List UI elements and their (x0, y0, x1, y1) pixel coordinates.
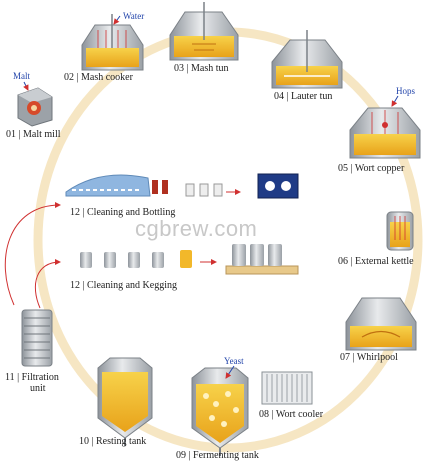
hops-input-label: Hops (396, 86, 416, 96)
step-03-label: 03 | Mash tun (174, 63, 229, 74)
filtration-unit-icon (21, 309, 53, 367)
step-06-label: 06 | External kettle (338, 256, 414, 267)
step-09-label: 09 | Fermenting tank (176, 450, 259, 461)
malt-mill-icon (17, 81, 53, 127)
step-11-label: 11 | Filtration (5, 372, 59, 383)
whirlpool-icon (345, 297, 417, 351)
wort-copper-icon (349, 95, 421, 159)
step-11-label-line2: unit (30, 383, 46, 394)
return-arrow-kegging (34, 259, 61, 309)
water-input-label: Water (123, 11, 145, 21)
mash-cooker-icon (81, 14, 144, 71)
step-01-label: 01 | Malt mill (6, 129, 61, 140)
kegging-line-icon (80, 244, 299, 275)
step-07-label: 07 | Whirlpool (340, 352, 398, 363)
step-08-label: 08 | Wort cooler (259, 409, 324, 420)
malt-input-label: Malt (13, 71, 30, 81)
mash-tun-icon (169, 2, 239, 61)
return-arrow-bottling (4, 202, 61, 306)
step-12-bottling-label: 12 | Cleaning and Bottling (70, 207, 176, 218)
step-04-label: 04 | Lauter tun (274, 91, 333, 102)
step-02-label: 02 | Mash cooker (64, 72, 133, 83)
step-05-label: 05 | Wort copper (338, 163, 405, 174)
external-kettle-icon (386, 211, 414, 251)
fermenting-tank-icon (191, 365, 249, 456)
step-10-label: 10 | Resting tank (79, 436, 147, 447)
watermark: cgbrew.com (135, 216, 258, 241)
wort-cooler-icon (261, 371, 313, 405)
lauter-tun-icon (271, 30, 343, 89)
bottling-line-icon (65, 173, 299, 199)
yeast-input-label: Yeast (224, 356, 244, 366)
step-12-kegging-label: 12 | Cleaning and Kegging (70, 280, 177, 291)
resting-tank-icon (97, 357, 153, 446)
